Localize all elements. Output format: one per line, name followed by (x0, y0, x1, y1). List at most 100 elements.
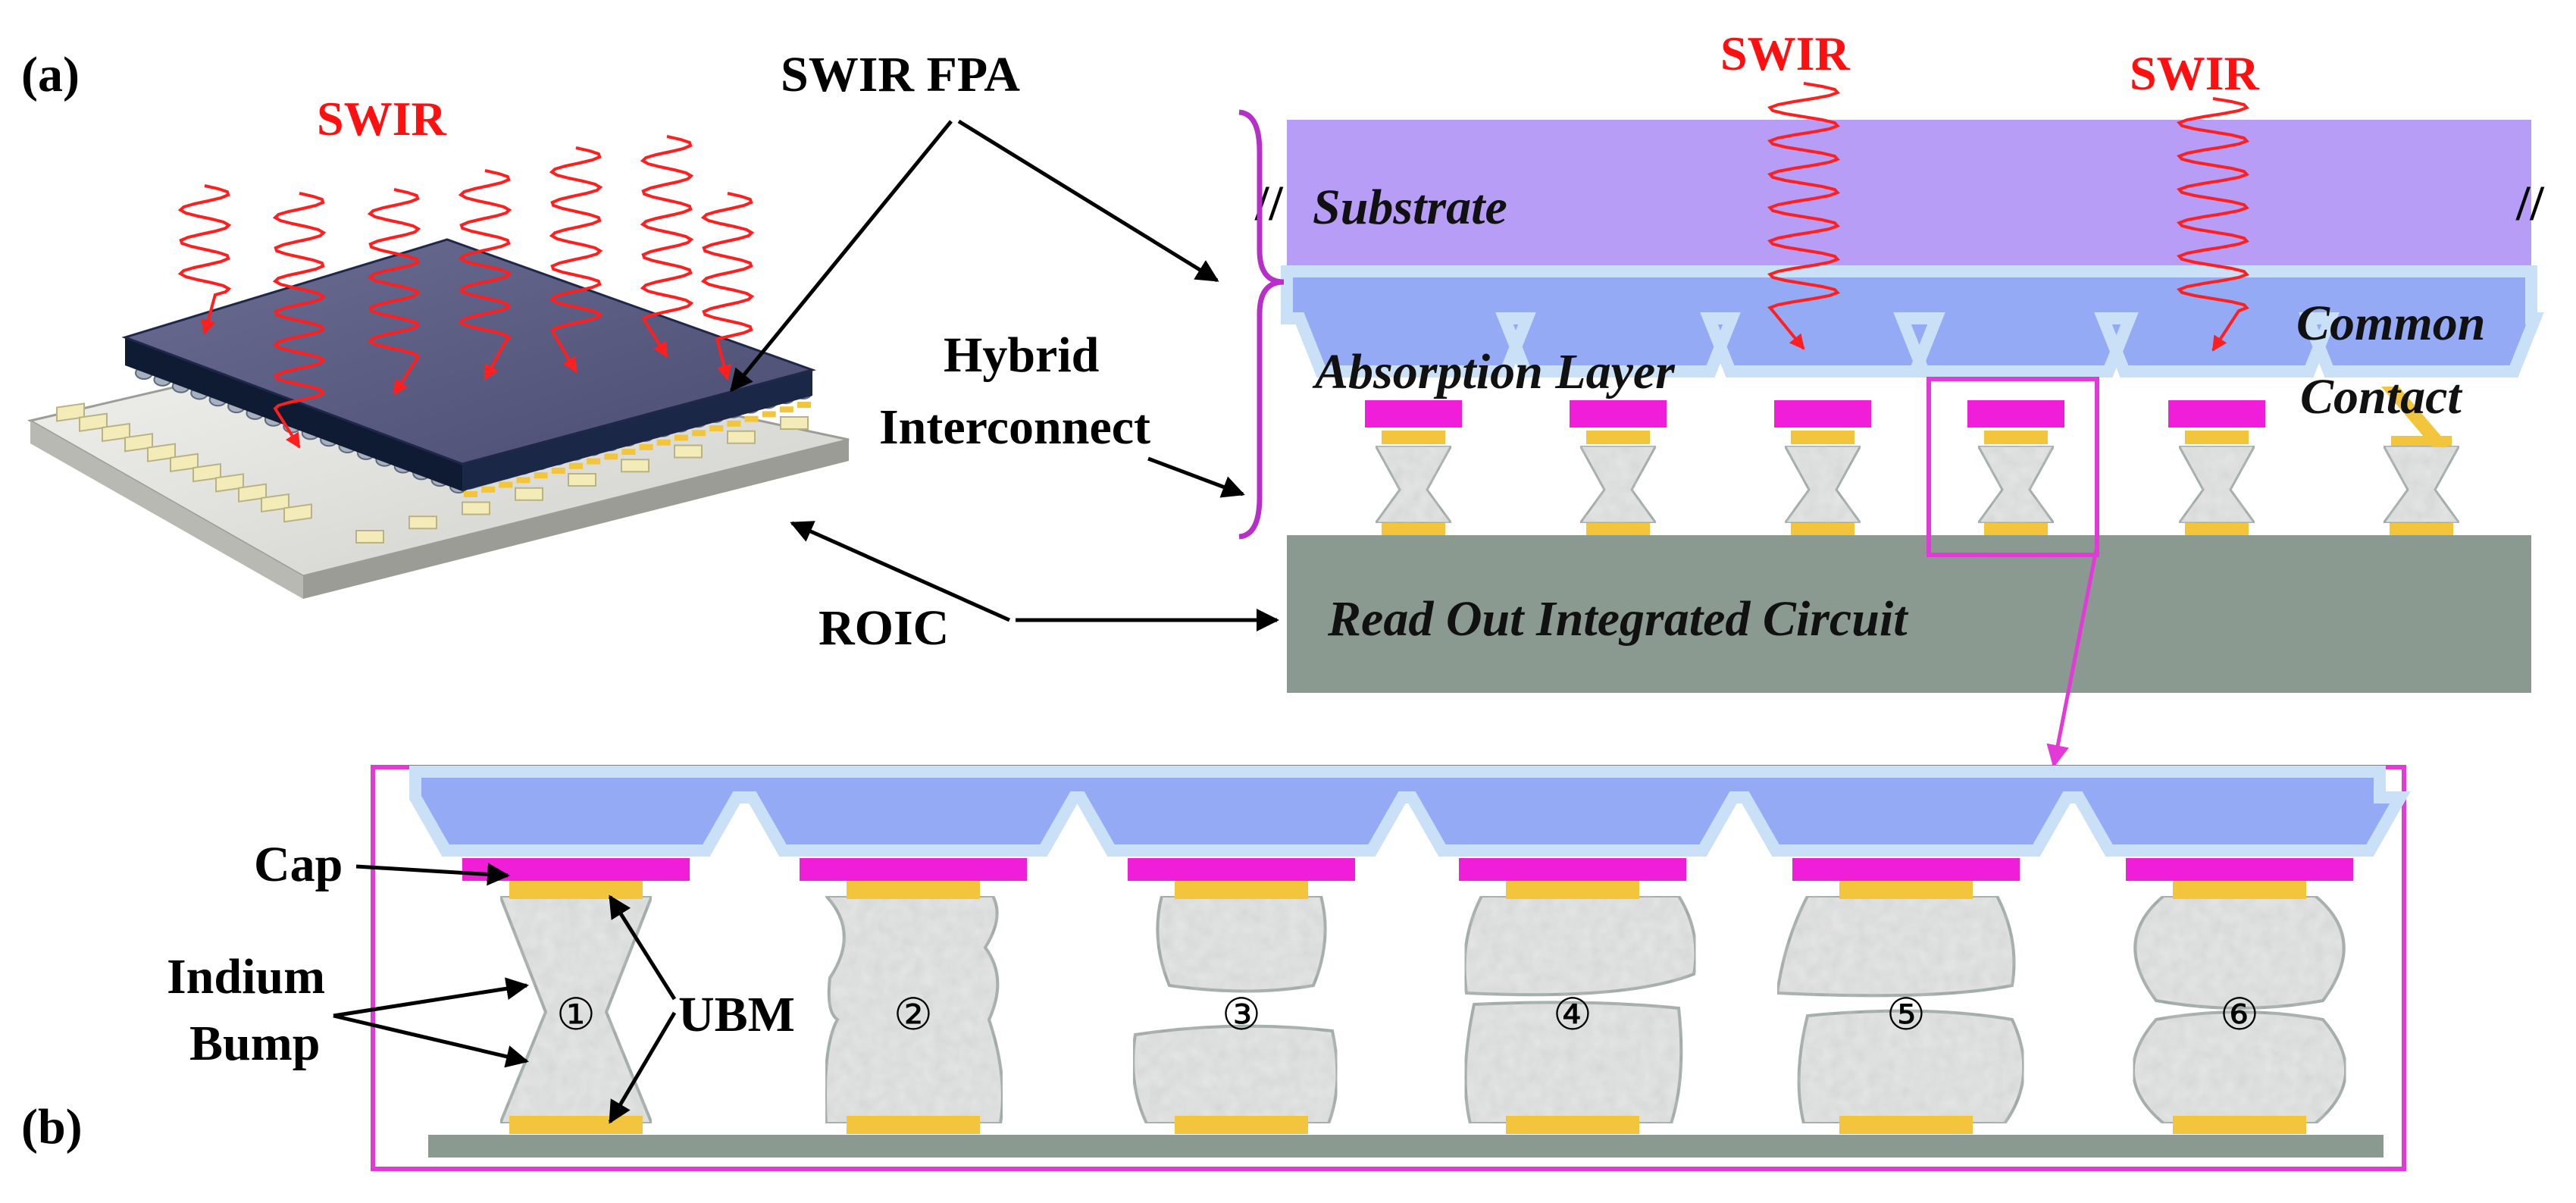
read-out-circuit-label: Read Out Integrated Circuit (1327, 591, 1908, 647)
ubm-3d (604, 453, 618, 460)
ubm-3d (656, 439, 671, 446)
callout-arrows (333, 119, 1279, 1124)
roic-pad (355, 530, 384, 544)
ubm-top (1586, 431, 1650, 444)
ubm-top (1839, 881, 1973, 899)
panel-b-zoom (371, 765, 2411, 1171)
wavy-arrow-icon (640, 135, 694, 358)
roic-pad (192, 462, 221, 483)
roic-pad (215, 473, 244, 493)
ubm-top (1382, 431, 1445, 444)
ubm-3d (534, 472, 548, 479)
common-contact-strip (2381, 387, 2452, 447)
indium-bump (2177, 444, 2257, 525)
indium-bump (1463, 894, 1698, 1125)
ubm-bottom (1839, 1116, 1973, 1134)
wavy-arrow-icon (272, 192, 327, 449)
ubm-top (509, 881, 643, 899)
indium-label: Indium (167, 949, 325, 1004)
ubm-bottom (1586, 523, 1650, 535)
substrate-label: Substrate (1313, 180, 1507, 235)
roic-layer (1287, 535, 2531, 693)
roic-pad (674, 444, 703, 459)
cap-layer (1967, 400, 2064, 428)
bump-number-4: ④ (1553, 988, 1592, 1040)
bump-number-6: ⑥ (2220, 988, 2259, 1040)
wavy-arrow-icon (458, 169, 512, 381)
wavy-arrow-icon (1767, 82, 1840, 350)
ubm-3d (481, 486, 496, 493)
ubm-top (1984, 431, 2048, 444)
roic-board-side (303, 440, 849, 599)
indium-bump (1775, 894, 2026, 1125)
swir-waves-cross (1767, 82, 2249, 352)
chip-top (121, 238, 817, 465)
ubm-3d (762, 411, 776, 418)
wavy-arrow-icon (549, 146, 603, 373)
ubm-bottom (509, 1116, 643, 1134)
ubm-bottom (1984, 523, 2048, 535)
zoom-detector-layer (409, 766, 2411, 857)
swir-label-cross-2: SWIR (2130, 46, 2260, 100)
roic-pad (515, 487, 543, 501)
interconnect-label: Interconnect (879, 399, 1150, 455)
ubm-bottom (2173, 1116, 2306, 1134)
cap-layer (1792, 858, 2020, 881)
roic-pads (56, 403, 809, 544)
indium-bump (1783, 444, 1863, 525)
panel-label-a: (a) (21, 47, 80, 102)
ubm-bottom (1506, 1116, 1639, 1134)
bump-number-3: ③ (1222, 988, 1261, 1040)
bump-number-1: ① (556, 988, 596, 1040)
swir-label-cross-1: SWIR (1720, 27, 1851, 80)
swir-waves-3d (177, 135, 755, 449)
indium-bump (1373, 444, 1454, 525)
ubm-3d (639, 443, 653, 450)
cap-layer (1365, 400, 1462, 428)
indium-bump (2381, 444, 2462, 525)
ubm-3d (797, 402, 811, 408)
cap-label: Cap (254, 837, 343, 892)
ubm-top (2185, 431, 2249, 444)
ubm-bottom (847, 1116, 980, 1134)
zoom-pixels (462, 858, 2353, 1134)
roic-pad (79, 412, 108, 432)
double-slash-icon: // (2515, 176, 2545, 231)
ubm-3d (692, 430, 706, 437)
ubm-3d (499, 481, 513, 488)
roic-pad (170, 453, 199, 473)
zoom-highlight-box (1927, 377, 2099, 557)
bump-number-5: ⑤ (1886, 988, 1926, 1040)
hybrid-brace (1238, 109, 1285, 540)
roic-label: ROIC (818, 600, 949, 656)
cap-layer (2126, 858, 2353, 881)
roic-pad (283, 503, 312, 523)
roic-pad (462, 501, 490, 515)
ubm-top (1175, 881, 1308, 899)
common-contact-label-1: Common (2296, 296, 2485, 351)
indium-bump (2132, 894, 2347, 1125)
indium-bump (822, 894, 1004, 1125)
wavy-arrow-icon (367, 188, 421, 396)
roic-pad (124, 433, 153, 453)
roic-pad (727, 430, 756, 444)
fpa-3d-package (27, 135, 850, 599)
roic-pad (261, 493, 290, 513)
ubm-top (847, 881, 980, 899)
wavy-arrow-icon (700, 192, 755, 381)
roic-pad (408, 515, 437, 530)
cap-layer (1459, 858, 1686, 881)
hybrid-label: Hybrid (944, 327, 1099, 383)
cap-layer (2168, 400, 2265, 428)
ubm-3d (587, 458, 601, 465)
ubm-bottom (1175, 1116, 1308, 1134)
wavy-arrow-icon (177, 184, 232, 335)
indium-bump (498, 894, 654, 1125)
ubm-bottom (1791, 523, 1855, 535)
roic-board-front (30, 421, 303, 599)
swir-label-left: SWIR (317, 92, 447, 146)
ubm-3d (709, 425, 724, 432)
ubm-3d (674, 434, 688, 441)
